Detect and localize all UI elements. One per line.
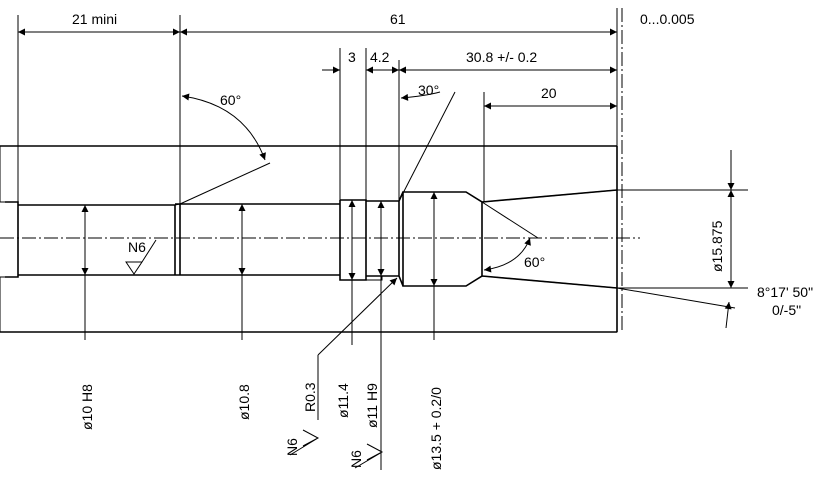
dim-3: 3 <box>348 49 356 65</box>
taper-angle: 8°17' 50" <box>757 284 813 300</box>
dim-4-2: 4.2 <box>370 49 390 65</box>
section-body <box>0 145 618 333</box>
taper-tolerance: 0/-5" <box>772 302 801 318</box>
dim-20: 20 <box>541 85 557 101</box>
dim-21-mini: 21 mini <box>72 11 117 27</box>
radius-r0-3: R0.3 <box>302 382 318 412</box>
angle-60-top: 60° <box>220 92 241 108</box>
dim-d10-h8: ø10 H8 <box>79 384 95 430</box>
dimension-lines <box>18 28 735 470</box>
dim-d13-5: ø13.5 + 0.2/0 <box>428 387 444 470</box>
surface-n6-groove: N6 <box>284 438 300 456</box>
dim-d11-h9: ø11 H9 <box>364 383 380 428</box>
angle-30: 30° <box>418 82 439 98</box>
dim-30-8: 30.8 +/- 0.2 <box>466 49 537 65</box>
dim-tolerance: 0...0.005 <box>640 11 695 27</box>
surface-n6-bore-2: N6 <box>348 450 364 468</box>
dim-61: 61 <box>390 11 406 27</box>
surface-n6-bore: N6 <box>128 239 146 255</box>
dim-d10-8: ø10.8 <box>236 384 252 420</box>
angle-60-cone: 60° <box>524 254 545 270</box>
dim-d15-875: ø15.875 <box>709 220 725 272</box>
surface-finish-symbol <box>125 239 384 469</box>
dim-d11-4: ø11.4 <box>335 383 351 418</box>
